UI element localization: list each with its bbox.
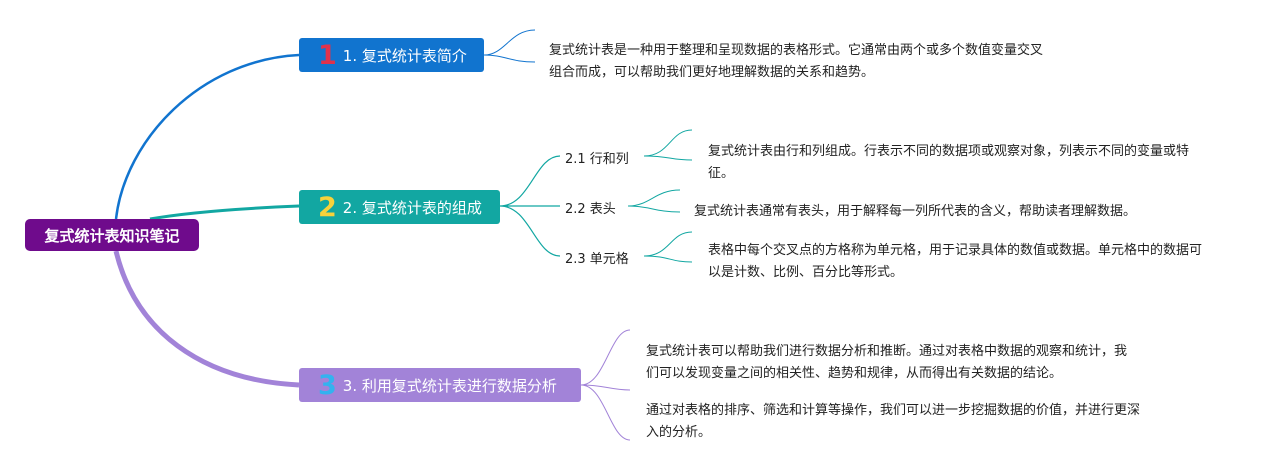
branch-composition[interactable]: 2 2. 复式统计表的组成 <box>299 190 500 224</box>
link-root-branch2 <box>149 204 300 221</box>
subtopic-cell[interactable]: 2.3 单元格 <box>565 252 629 267</box>
branch-composition-label: 2. 复式统计表的组成 <box>342 198 482 217</box>
link-root-branch3 <box>113 250 300 388</box>
branch-analysis[interactable]: 3 3. 利用复式统计表进行数据分析 <box>299 368 581 402</box>
analysis-text-1[interactable]: 复式统计表可以帮助我们进行数据分析和推断。通过对表格中数据的观察和统计，我们可以… <box>646 344 1128 381</box>
branch-analysis-label: 3. 利用复式统计表进行数据分析 <box>342 376 557 395</box>
link-sub1-text <box>643 129 693 161</box>
branch-intro[interactable]: 1 1. 复式统计表简介 <box>299 38 484 72</box>
subtopic-header[interactable]: 2.2 表头 <box>565 202 616 217</box>
header-text[interactable]: 复式统计表通常有表头，用于解释每一列所代表的含义，帮助读者理解数据。 <box>694 204 1137 219</box>
root-topic[interactable]: 复式统计表知识笔记 <box>25 219 199 251</box>
link-sub3-text <box>643 231 693 263</box>
number-one-icon: 1 <box>318 39 337 71</box>
rows-columns-text[interactable]: 复式统计表由行和列组成。行表示不同的数据项或观察对象，列表示不同的变量或特征。 <box>708 144 1190 181</box>
branch-intro-label: 1. 复式统计表简介 <box>342 46 467 65</box>
subtopic-rows-columns[interactable]: 2.1 行和列 <box>565 152 629 167</box>
link-root-branch1 <box>114 53 300 220</box>
link-branch3-texts <box>580 329 631 441</box>
cell-text[interactable]: 表格中每个交叉点的方格称为单元格，用于记录具体的数值或数据。单元格中的数据可以是… <box>708 243 1203 280</box>
link-sub2-text <box>627 189 681 213</box>
root-label: 复式统计表知识笔记 <box>44 226 180 245</box>
number-three-icon: 3 <box>318 369 337 401</box>
analysis-text-2[interactable]: 通过对表格的排序、筛选和计算等操作，我们可以进一步挖掘数据的价值，并进行更深入的… <box>646 403 1141 440</box>
intro-text[interactable]: 复式统计表是一种用于整理和呈现数据的表格形式。它通常由两个或多个数值变量交叉组合… <box>549 43 1044 80</box>
link-branch2-subs <box>499 155 561 257</box>
number-two-icon: 2 <box>318 191 337 223</box>
link-branch1-text <box>483 29 536 63</box>
